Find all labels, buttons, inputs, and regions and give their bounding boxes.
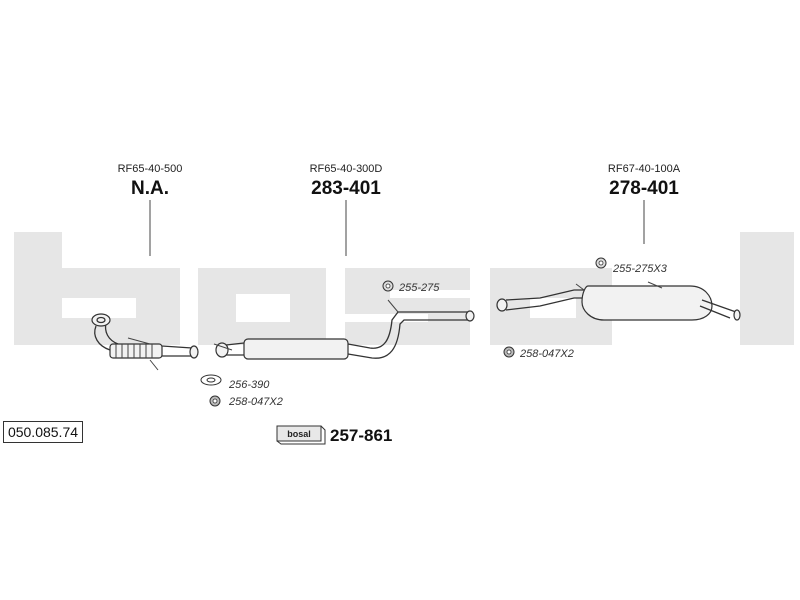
rear-silencer-code: 278-401	[609, 178, 679, 199]
nut-rear-code: 258-047X2	[519, 348, 574, 360]
clamp-rear-code: 255-275X3	[612, 263, 668, 275]
clamp-middle-code: 255-275	[398, 282, 440, 294]
svg-text:bosal: bosal	[287, 429, 311, 439]
article-number: 050.085.74	[3, 421, 83, 443]
front-pipe-ref: RF65-40-500	[118, 163, 183, 175]
nut-icon-rear	[503, 346, 515, 358]
bosal-kit-logo: bosal	[276, 425, 326, 445]
gasket-icon	[200, 374, 222, 386]
nut-icon-front	[209, 395, 221, 407]
middle-silencer-code: 283-401	[311, 178, 381, 199]
middle-silencer	[213, 299, 475, 360]
gasket-front-code: 256-390	[228, 379, 270, 391]
bosal-watermark-logo	[14, 232, 794, 345]
clamp-icon-rear	[595, 257, 607, 269]
clamp-icon-middle	[382, 280, 394, 292]
nut-front-code: 258-047X2	[228, 396, 283, 408]
rear-silencer	[496, 281, 741, 321]
mounting-kit-code: 257-861	[330, 426, 392, 445]
middle-silencer-ref: RF65-40-300D	[310, 163, 383, 175]
front-pipe	[91, 313, 199, 371]
front-pipe-code: N.A.	[131, 178, 169, 199]
rear-silencer-ref: RF67-40-100A	[608, 163, 681, 175]
